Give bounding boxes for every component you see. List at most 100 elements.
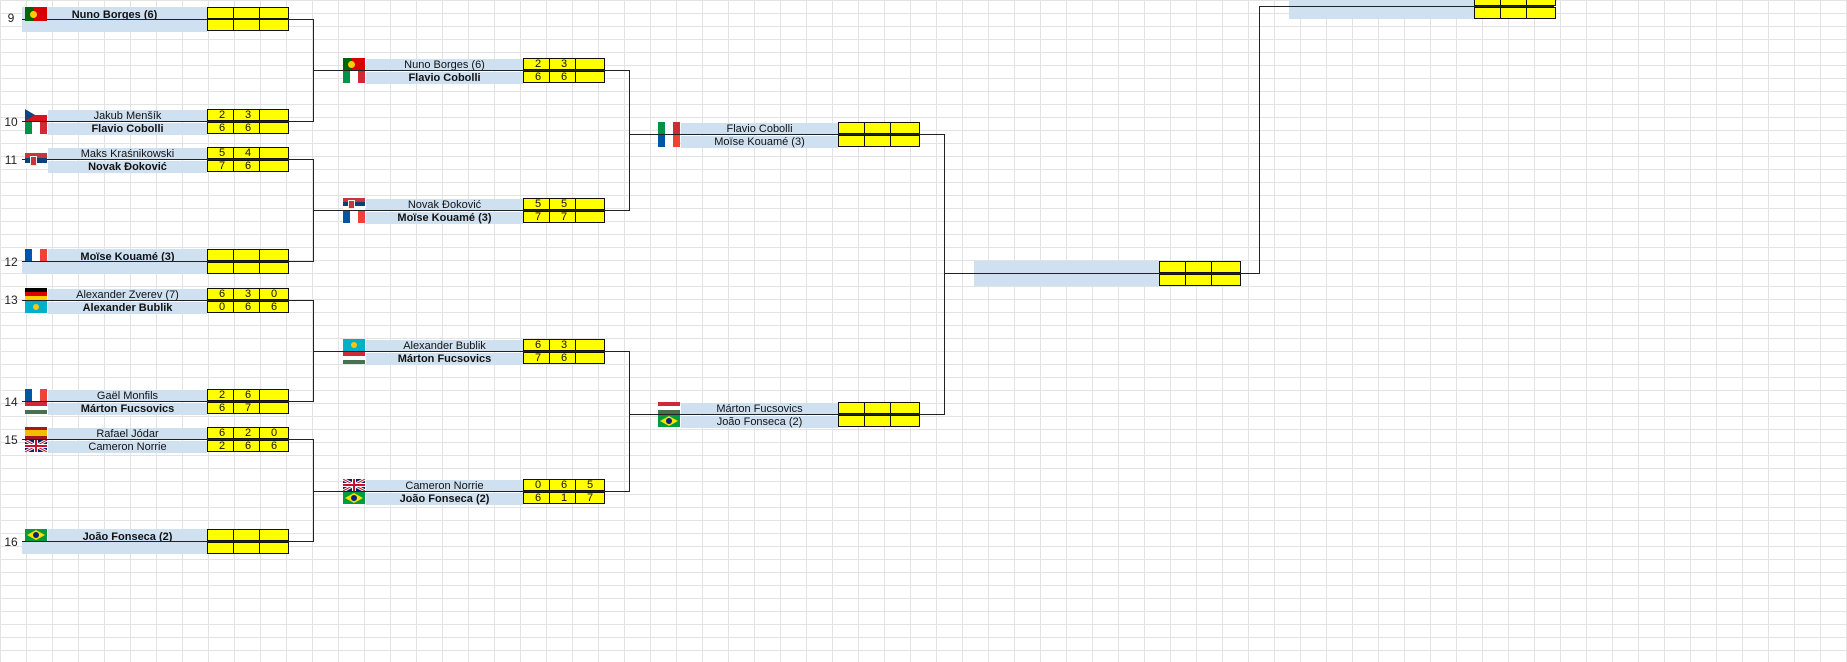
score-cell[interactable] — [575, 211, 605, 223]
score-cell[interactable]: 6 — [523, 339, 553, 351]
score-cell[interactable] — [890, 135, 920, 147]
score-cell[interactable]: 6 — [259, 440, 289, 452]
score-cell[interactable]: 3 — [549, 339, 579, 351]
bracket-connector — [603, 351, 629, 352]
hungary-flag-icon — [343, 352, 365, 364]
score-cell[interactable] — [1211, 274, 1241, 286]
player-name-cell: Moïse Kouamé (3) — [366, 212, 523, 224]
score-cell[interactable]: 6 — [259, 301, 289, 313]
player-name-cell: Nuno Borges (6) — [22, 9, 207, 21]
score-cell[interactable]: 2 — [207, 389, 237, 401]
score-cell[interactable] — [259, 542, 289, 554]
uk-flag-icon — [24, 438, 48, 454]
row-line — [22, 159, 287, 160]
score-cell[interactable] — [259, 402, 289, 414]
score-cell[interactable] — [1526, 7, 1556, 19]
player-name-cell — [22, 20, 207, 32]
seed-number: 11 — [4, 153, 18, 167]
kazakhstan-flag-icon — [25, 301, 47, 313]
bracket-connector — [944, 134, 945, 415]
bracket-connector — [313, 351, 343, 352]
score-cell[interactable] — [575, 58, 605, 70]
score-cell[interactable] — [1526, 0, 1556, 6]
score-cell[interactable]: 6 — [207, 122, 237, 134]
seed-number: 15 — [4, 433, 18, 447]
france-flag-icon — [343, 211, 365, 223]
bracket-connector — [313, 491, 343, 492]
row-line — [343, 491, 603, 492]
score-cell[interactable] — [575, 71, 605, 83]
kazakhstan-flag-icon — [343, 339, 365, 351]
score-cell[interactable] — [259, 529, 289, 541]
score-cell[interactable] — [575, 198, 605, 210]
bracket-connector — [944, 273, 974, 274]
row-line — [22, 439, 287, 440]
seed-number: 14 — [4, 395, 18, 409]
score-cell[interactable] — [890, 415, 920, 427]
bracket-connector — [1259, 6, 1289, 7]
bracket-connector — [603, 70, 629, 71]
row-line — [22, 401, 287, 402]
score-cell[interactable] — [259, 389, 289, 401]
serbia-flag-icon — [343, 198, 365, 210]
serbia-flag-icon — [25, 153, 47, 168]
score-cell[interactable]: 5 — [575, 479, 605, 491]
spain-flag-icon — [25, 427, 47, 439]
player-name-cell: Novak Đoković — [366, 199, 523, 211]
score-cell[interactable] — [259, 262, 289, 274]
bracket-connector — [313, 70, 343, 71]
player-name-cell — [22, 262, 207, 274]
row-line — [658, 414, 918, 415]
score-cell[interactable] — [259, 109, 289, 121]
score-cell[interactable] — [259, 19, 289, 31]
germany-flag-icon — [25, 288, 47, 300]
bracket-connector — [603, 210, 629, 211]
score-cell[interactable] — [259, 160, 289, 172]
bracket-connector — [1259, 6, 1260, 274]
france-flag-icon — [25, 389, 47, 401]
bracket-connector — [918, 414, 944, 415]
score-cell[interactable]: 0 — [207, 301, 237, 313]
score-cell[interactable]: 0 — [259, 288, 289, 300]
score-cell[interactable]: 7 — [575, 492, 605, 504]
score-cell[interactable]: 3 — [549, 58, 579, 70]
france-flag-icon — [658, 135, 680, 147]
score-cell[interactable] — [259, 147, 289, 159]
score-cell[interactable]: 1 — [549, 492, 579, 504]
score-cell[interactable] — [575, 339, 605, 351]
player-name-cell: Alexander Zverev (7) — [48, 289, 207, 301]
score-cell[interactable]: 0 — [523, 479, 553, 491]
player-name-cell: Rafael Jódar — [48, 428, 207, 440]
score-cell[interactable]: 2 — [523, 58, 553, 70]
seed-number: 9 — [7, 11, 15, 25]
row-line — [1289, 6, 1554, 7]
brazil-flag-icon — [25, 529, 47, 541]
score-cell[interactable] — [890, 402, 920, 414]
bracket-connector — [287, 541, 313, 542]
bracket-connector — [287, 261, 313, 262]
score-cell[interactable] — [259, 122, 289, 134]
score-cell[interactable] — [259, 7, 289, 19]
score-cell[interactable] — [890, 122, 920, 134]
player-name-cell: Cameron Norrie — [366, 480, 523, 492]
score-cell[interactable]: 0 — [259, 427, 289, 439]
portugal-flag-icon — [25, 7, 47, 21]
bracket-connector — [603, 491, 629, 492]
portugal-flag-icon — [343, 58, 365, 70]
italy-flag-icon — [658, 122, 680, 134]
score-cell[interactable]: 6 — [233, 160, 263, 172]
row-line — [22, 300, 287, 301]
bracket-connector — [629, 70, 630, 211]
row-line — [22, 19, 287, 20]
score-cell[interactable] — [1211, 261, 1241, 273]
player-name-cell: Alexander Bublik — [366, 340, 523, 352]
player-name-cell: João Fonseca (2) — [366, 493, 523, 505]
score-cell[interactable] — [575, 352, 605, 364]
score-cell[interactable] — [259, 249, 289, 261]
bracket-connector — [1239, 273, 1259, 274]
bracket-connector — [287, 401, 313, 402]
player-name-cell — [1289, 7, 1474, 19]
player-name-cell: Nuno Borges (6) — [366, 59, 523, 71]
player-name-cell: Márton Fucsovics — [681, 403, 838, 415]
bracket-connector — [629, 414, 658, 415]
